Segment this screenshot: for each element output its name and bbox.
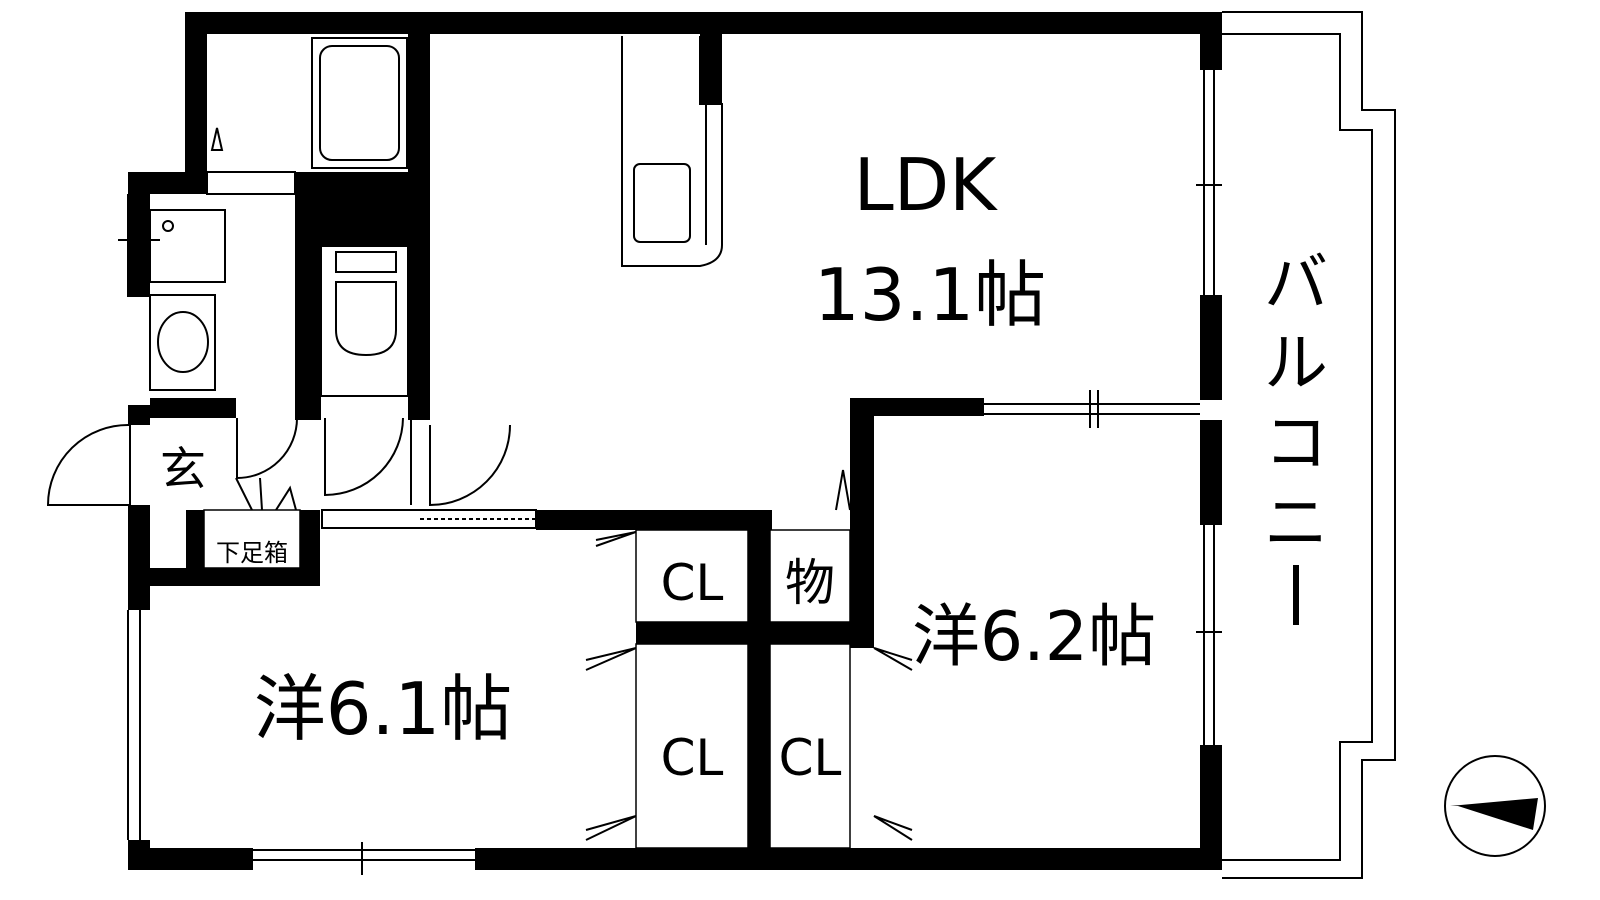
ldk-name: LDK: [854, 143, 999, 227]
balcony-outline: [1222, 11, 1396, 879]
storage-label: 物: [785, 554, 835, 612]
north-arrow-icon: [1444, 755, 1546, 857]
balcony-label: バ ル コ ニ: [1264, 247, 1328, 625]
toilet: [320, 245, 409, 397]
shoe-box-label: 下足箱: [216, 539, 288, 567]
closet-bottom-left-label: CL: [661, 729, 724, 787]
closet-lines: [203, 509, 851, 849]
closet-bottom-right-label: CL: [779, 729, 842, 787]
doors: [46, 390, 1200, 841]
ldk-size: 13.1帖: [814, 253, 1046, 337]
balcony-char: バ: [1264, 247, 1328, 321]
bathtub: [311, 37, 408, 169]
washroom-fixtures: [149, 127, 296, 391]
balcony-char: コ: [1264, 407, 1328, 481]
western-room-right-label: 洋6.2帖: [912, 598, 1156, 677]
balcony-char: ニ: [1264, 487, 1328, 561]
entrance-label: 玄: [160, 442, 206, 496]
walls: [128, 12, 1222, 870]
kitchen-counter: [621, 36, 723, 267]
balcony-char: ル: [1264, 327, 1328, 401]
closet-top-label: CL: [661, 554, 724, 612]
western-room-left-label: 洋6.1帖: [254, 667, 513, 751]
windows: [118, 70, 1222, 875]
balcony-char-long-vowel: [1293, 565, 1299, 625]
